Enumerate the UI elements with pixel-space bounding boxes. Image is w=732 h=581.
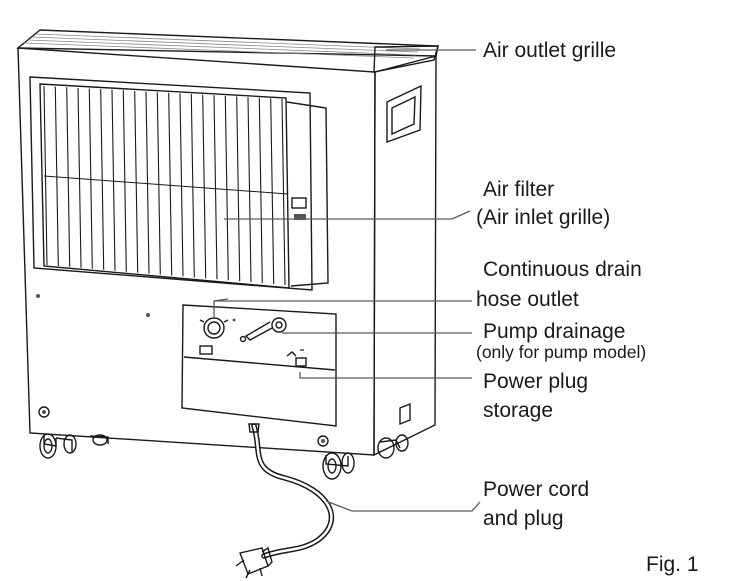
label-air-inlet-grille: (Air inlet grille) xyxy=(476,206,610,229)
grille-louvre xyxy=(88,88,93,269)
continuous-drain-outlet xyxy=(199,317,229,355)
label-air-filter: Air filter xyxy=(483,178,554,201)
grille-louvre xyxy=(224,95,229,281)
pump-drainage-outlet xyxy=(232,317,287,343)
grille-louvre xyxy=(54,86,59,267)
power-plug-icon xyxy=(235,546,273,579)
grille-louvre xyxy=(145,91,150,274)
label-plug-storage: storage xyxy=(483,399,553,422)
grille-louvre xyxy=(43,85,48,266)
air-outlet-grille xyxy=(23,33,421,59)
label-pump-model-note: (only for pump model) xyxy=(476,342,646,362)
caster-wheel-icon xyxy=(322,452,355,480)
grille-louvre xyxy=(100,89,105,270)
caster-wheel-icon xyxy=(39,433,77,459)
label-pump-drainage: Pump drainage xyxy=(483,320,625,343)
grille-louvre xyxy=(190,93,195,278)
grille-divider xyxy=(43,175,289,195)
figure-caption: Fig. 1 xyxy=(646,553,699,576)
drain-panel xyxy=(181,304,337,427)
grille-louvre xyxy=(247,97,252,283)
label-and-plug: and plug xyxy=(483,507,564,530)
label-continuous-drain: Continuous drain xyxy=(483,258,642,281)
callout-labels: Air outlet grille Air filter (Air inlet … xyxy=(476,39,699,576)
grille-louvre xyxy=(66,87,71,267)
grille-louvre xyxy=(168,92,173,276)
label-hose-outlet: hose outlet xyxy=(476,288,579,311)
grille-louvre xyxy=(281,98,286,286)
label-air-outlet-grille: Air outlet grille xyxy=(483,39,616,62)
power-plug-storage xyxy=(286,349,307,367)
grille-louvre xyxy=(134,90,139,273)
grille-louvre xyxy=(213,95,218,280)
caster-wheel-icon xyxy=(89,434,109,446)
grille-louvre xyxy=(258,97,263,284)
grille-louvre xyxy=(179,93,184,277)
caster-wheel-icon xyxy=(377,434,409,459)
label-power-plug: Power plug xyxy=(483,370,588,393)
label-power-cord: Power cord xyxy=(483,478,589,501)
grille-louvre xyxy=(202,94,207,279)
dehumidifier-body-icon xyxy=(16,29,439,457)
grille-louvre xyxy=(77,87,82,268)
power-cord xyxy=(248,423,335,559)
grille-louvre xyxy=(270,98,275,285)
grille-louvre xyxy=(236,96,241,282)
air-filter-panel xyxy=(29,76,329,291)
leader-lines xyxy=(213,49,481,512)
grille-louvre xyxy=(111,89,116,271)
grille-louvre xyxy=(122,90,127,272)
grille-louvre xyxy=(156,92,161,275)
